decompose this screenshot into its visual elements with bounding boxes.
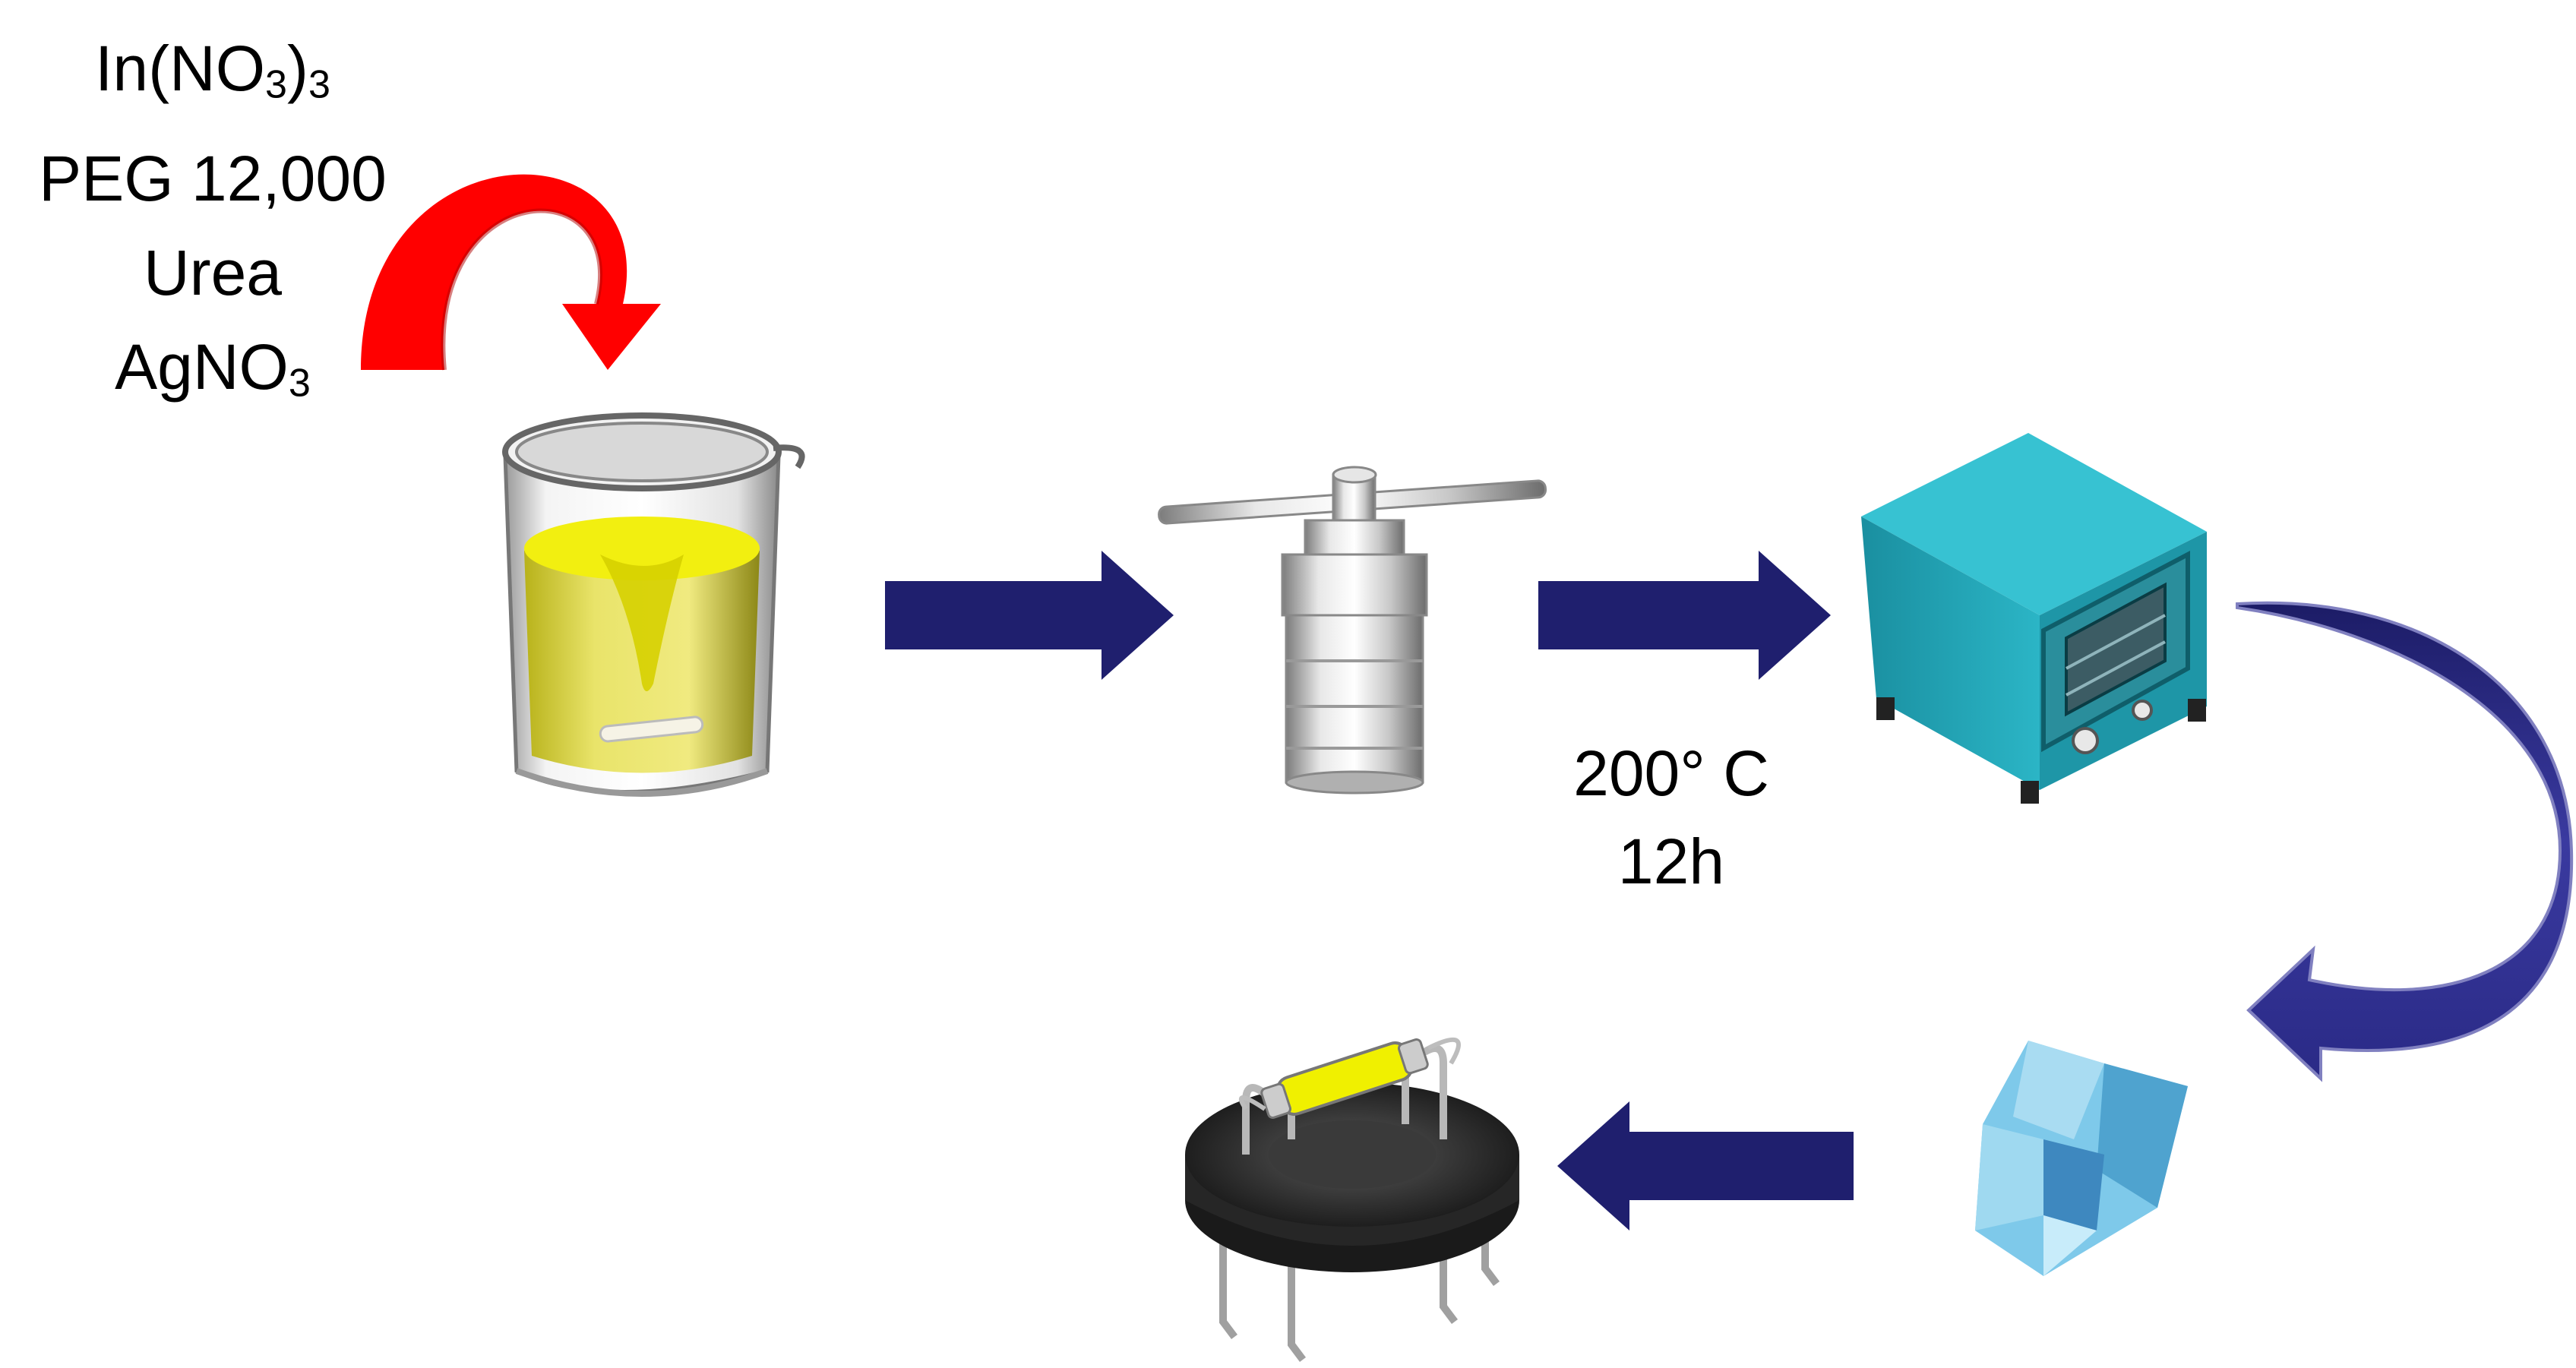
gas-sensor-icon <box>1185 1037 1519 1362</box>
addition-arrow <box>361 174 661 371</box>
reagent-urea: Urea <box>143 237 283 309</box>
reaction-conditions: 200° C 12h <box>1489 729 1854 905</box>
crystal-icon <box>1975 1041 2188 1276</box>
process-arrow-2 <box>1538 551 1831 680</box>
process-arrow-1 <box>885 551 1174 680</box>
reagent-peg: PEG 12,000 <box>39 143 387 215</box>
process-arrow-3 <box>1557 1101 1854 1231</box>
curved-process-arrow <box>2236 601 2574 1082</box>
beaker-icon <box>502 412 805 797</box>
reagent-list: In(NO3)3 PEG 12,000 Urea AgNO3 <box>0 21 425 431</box>
time-label: 12h <box>1617 826 1725 897</box>
autoclave-icon <box>1158 466 1547 795</box>
temperature-label: 200° C <box>1573 738 1769 809</box>
reagent-indium-nitrate: In(NO3)3 <box>95 33 330 107</box>
oven-icon <box>1861 433 2207 804</box>
reagent-silver-nitrate: AgNO3 <box>115 331 311 406</box>
